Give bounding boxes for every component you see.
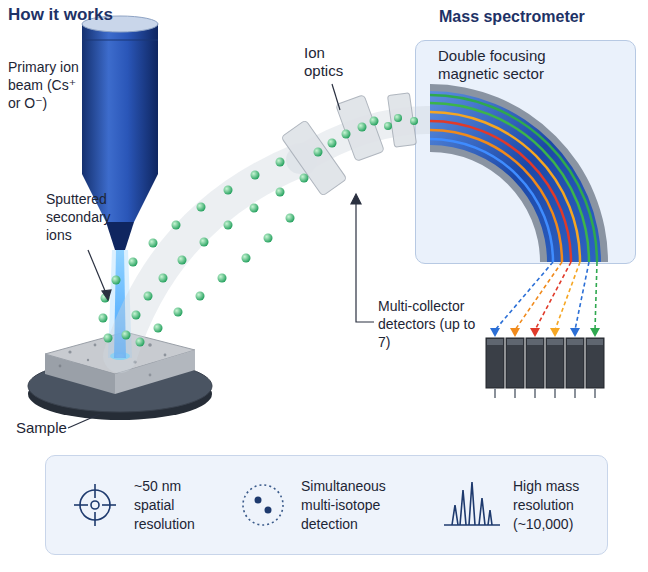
- sample-label: Sample: [16, 419, 76, 437]
- section-heading: Mass spectrometer: [439, 8, 585, 26]
- component-label: Ion optics: [304, 44, 364, 80]
- sample-stage: [28, 332, 212, 420]
- beam-label: Primary ion beam (Cs⁺ or O⁻): [8, 58, 80, 112]
- detector-array: [486, 338, 604, 398]
- ion-gun: [82, 16, 158, 358]
- arrowheads: [490, 328, 600, 337]
- ion-label: Sputtered secondary ions: [46, 190, 128, 244]
- detector-label: Multi-collector detectors (up to 7): [378, 297, 486, 351]
- secondary-ions: [99, 114, 419, 347]
- ion-optics: [281, 93, 416, 196]
- ion-trajectories: [495, 262, 597, 330]
- leader-lines: [68, 84, 374, 428]
- feature-text: High mass resolution (~10,000): [513, 477, 603, 534]
- feature-text: Simultaneous multi-isotope detection: [301, 477, 413, 534]
- spectrometer-box: Mass spectrometerDouble focusing magneti…: [415, 40, 636, 264]
- feature-band: ~50 nm spatial resolution Simultaneous mu…: [45, 455, 608, 555]
- feature-text: ~50 nm spatial resolution: [134, 477, 216, 534]
- component-label: Double focusing magnetic sector: [438, 47, 578, 83]
- diagram-title: How it works: [8, 6, 113, 24]
